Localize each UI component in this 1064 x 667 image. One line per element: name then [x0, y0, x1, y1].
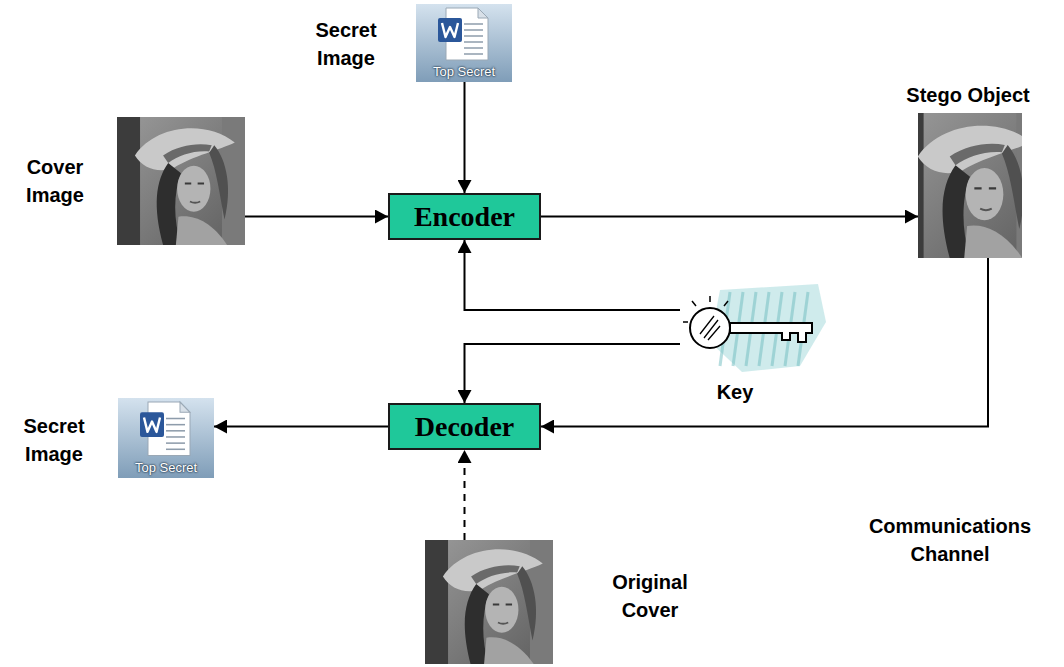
key-shaft — [730, 323, 812, 342]
word-logo — [438, 18, 462, 42]
word-logo — [140, 412, 164, 437]
key-sparks — [683, 296, 728, 322]
photo-eyes — [185, 183, 204, 185]
document-line — [166, 424, 185, 426]
photo-shade — [918, 113, 924, 258]
document-line — [464, 41, 483, 43]
photo-eyes — [974, 187, 996, 189]
photo-face — [966, 168, 1004, 220]
photo-face — [485, 587, 518, 633]
secret-document-icon: Secret ImageTop Secret — [118, 398, 214, 478]
node-label: Secret Image — [294, 16, 398, 72]
box-title: Decoder — [415, 411, 515, 443]
word-logo-mark — [442, 23, 458, 37]
photo-face — [177, 166, 210, 212]
photo-feather — [209, 145, 228, 219]
decoder-box: Decoder — [388, 403, 541, 450]
photo-mouth — [190, 201, 200, 202]
connector-arrow — [245, 216, 388, 218]
photo-shoulder — [484, 637, 535, 664]
icon-tile — [118, 398, 214, 478]
connector-arrow — [214, 426, 388, 428]
photo-mouth — [498, 622, 508, 623]
icon-caption: Top Secret — [416, 64, 512, 79]
photo-art — [425, 540, 553, 664]
cover-image: Cover Image — [117, 117, 245, 245]
connector-arrow — [541, 258, 988, 427]
photo-art — [918, 113, 1022, 258]
photo-shade — [117, 117, 140, 245]
document-fold — [478, 8, 488, 18]
document-line — [464, 35, 483, 37]
connector-arrow — [541, 216, 918, 218]
word-logo-mark — [144, 417, 160, 431]
document-line — [464, 47, 483, 49]
document-line — [166, 418, 185, 420]
node-label: Secret Image — [2, 412, 106, 468]
key-art — [680, 282, 830, 374]
photo-hat-band — [950, 144, 1005, 165]
stego-image: Stego Object — [918, 113, 1022, 258]
document-line — [166, 436, 185, 438]
photo-shoulder — [176, 216, 227, 245]
photo-mouth — [980, 209, 992, 210]
photo-eyes — [493, 604, 512, 606]
photo-hat-band — [471, 565, 520, 584]
connector-arrow — [464, 82, 466, 193]
key-icon: Key — [680, 282, 830, 374]
encoder-box: Encoder — [388, 193, 541, 240]
document-fold — [180, 402, 190, 412]
document-line — [464, 53, 483, 55]
photo-feather — [517, 566, 536, 640]
node-label: Original Cover — [587, 568, 713, 624]
icon-caption: Top Secret — [118, 460, 214, 475]
document-line — [464, 23, 483, 25]
photo-ground — [425, 540, 553, 664]
document-line — [166, 442, 185, 444]
secret-document-icon: Secret ImageTop Secret — [416, 4, 512, 82]
photo-art — [117, 117, 245, 245]
photo-ground — [117, 117, 245, 245]
connector-arrow — [465, 240, 681, 310]
photo-shoulder — [964, 226, 1022, 258]
node-label: Stego Object — [878, 81, 1058, 109]
photo-feather — [1002, 145, 1022, 229]
key-hatch — [700, 316, 720, 340]
photo-ground — [918, 113, 1022, 258]
box-title: Encoder — [414, 201, 515, 233]
document-line — [464, 29, 483, 31]
photo-hat-band — [163, 144, 212, 163]
key-bow — [690, 308, 730, 348]
document-line — [166, 449, 185, 451]
original-cover-image: Original Cover — [425, 540, 553, 664]
photo-shade — [425, 540, 448, 664]
node-label: Key — [660, 378, 810, 406]
document-line — [166, 430, 185, 432]
connector-arrow — [464, 450, 466, 540]
connector-arrow — [465, 344, 681, 403]
node-label: Cover Image — [3, 153, 107, 209]
icon-tile — [416, 4, 512, 82]
edge-label: Communications Channel — [850, 512, 1050, 568]
